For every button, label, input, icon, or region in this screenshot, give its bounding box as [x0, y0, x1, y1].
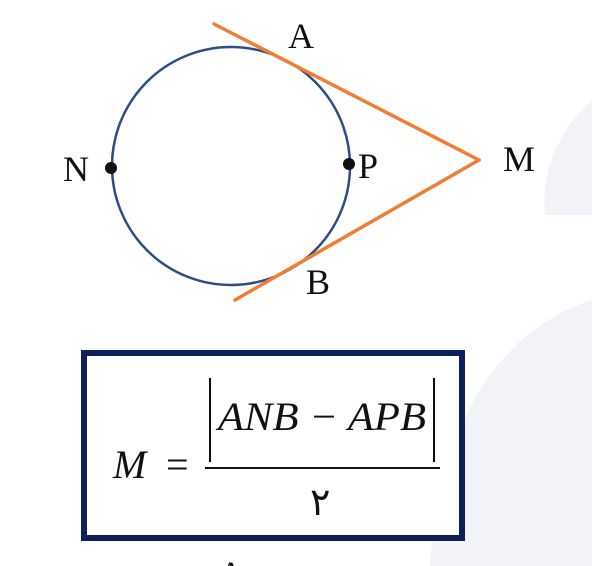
- watermark-swoosh-upper: [544, 100, 592, 215]
- formula-equals: =: [166, 442, 189, 487]
- circle: [110, 45, 352, 287]
- point-label-n: N: [63, 149, 89, 189]
- point-label-b: B: [306, 262, 330, 302]
- point-n-dot: [105, 162, 117, 174]
- tangent-line-upper: [212, 22, 481, 162]
- bottom-clipped-label: A: [218, 554, 244, 566]
- tangent-line-lower: [233, 158, 481, 302]
- formula-frame: [81, 350, 465, 541]
- watermark-swoosh-lower: [430, 300, 592, 566]
- formula-denominator: ٢: [310, 480, 330, 524]
- point-label-p: P: [358, 146, 378, 186]
- point-label-m: M: [503, 139, 535, 179]
- point-p-dot: [343, 158, 355, 170]
- formula-numerator: ANB − APB: [215, 394, 426, 439]
- point-label-a: A: [288, 16, 314, 56]
- formula-lhs: M: [112, 442, 149, 487]
